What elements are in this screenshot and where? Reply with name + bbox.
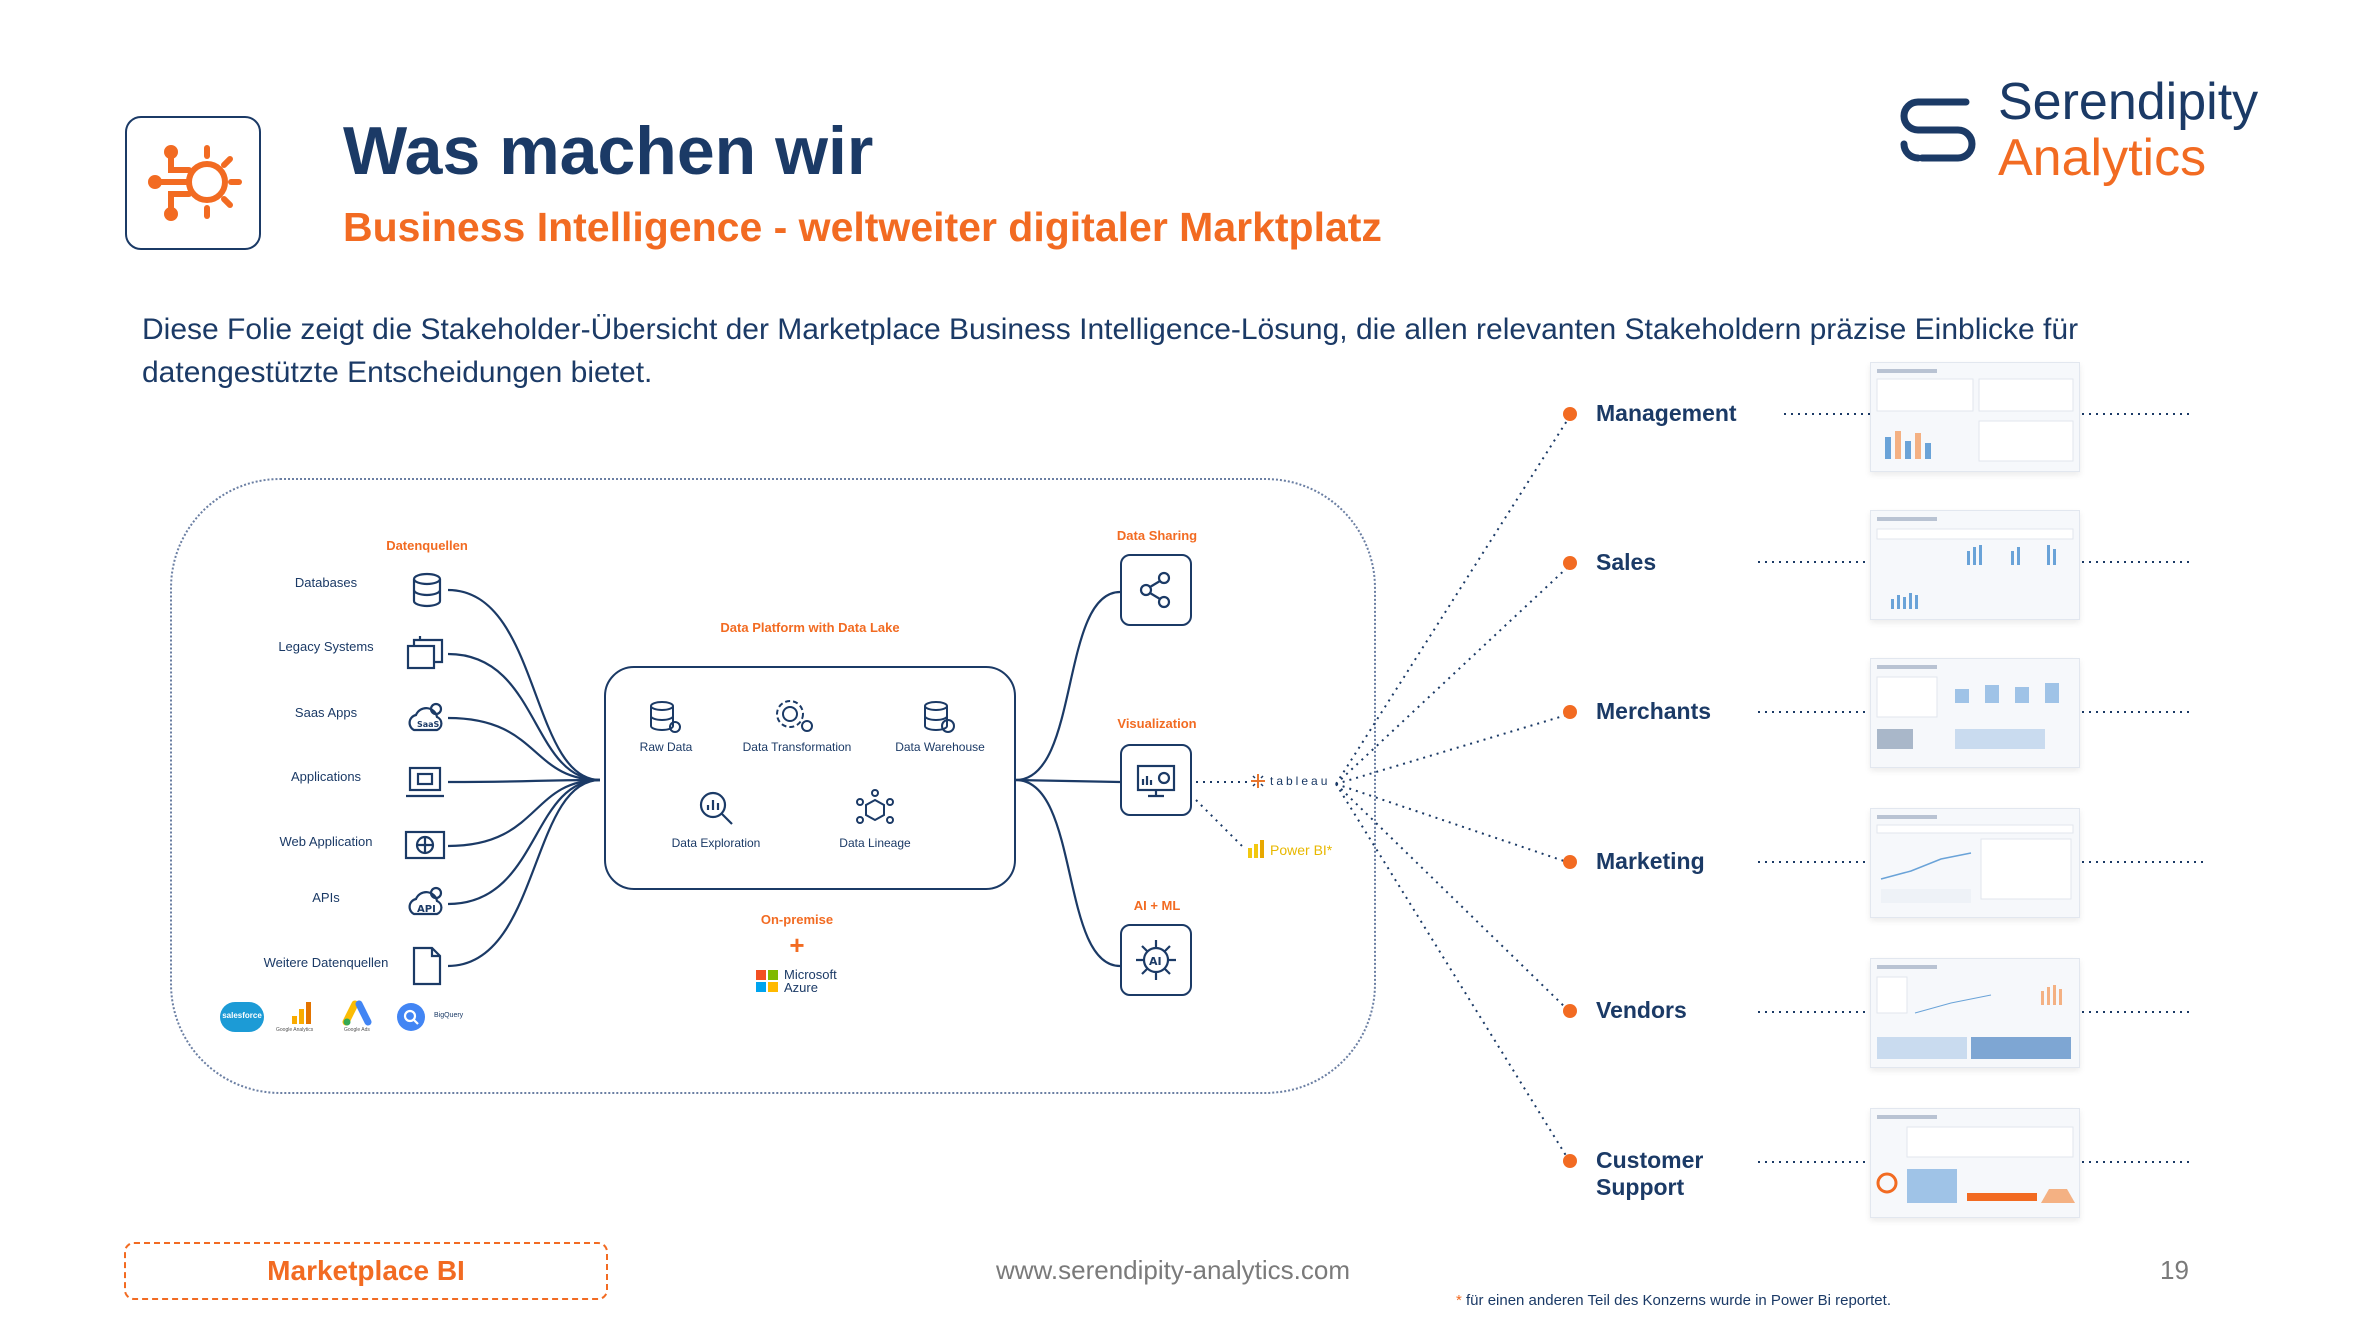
visualization-box — [1120, 744, 1192, 816]
powerbi-logo-icon — [1248, 840, 1264, 858]
stakeholder-dot-customer-support — [1563, 1154, 1577, 1168]
data-sharing-box — [1120, 554, 1192, 626]
data-exploration-icon — [699, 791, 733, 825]
microsoft-logo-icon — [756, 970, 778, 992]
footer-url[interactable]: www.serendipity-analytics.com — [996, 1255, 1351, 1285]
dashboard-thumbnail — [1870, 808, 2080, 918]
legacy-systems-icon — [406, 636, 444, 670]
google-ads-label: Google Ads — [344, 1027, 370, 1033]
output-title-visualization: Visualization — [1117, 716, 1197, 731]
logo-text-analytics: Analytics — [1998, 129, 2207, 187]
saas-cloud-icon: SaaS — [408, 702, 443, 732]
dashboard-monitor-icon — [1136, 764, 1176, 798]
svg-text:SaaS: SaaS — [417, 720, 440, 729]
intro-text: Diese Folie zeigt die Stakeholder-Übersi… — [142, 313, 2079, 389]
platform-item-transformation: Data Transformation — [742, 740, 852, 754]
source-label-applications: Applications — [290, 769, 362, 784]
ai-chip-icon: AI — [1136, 940, 1176, 980]
bigquery-label: BigQuery — [434, 1012, 464, 1019]
google-analytics-icon — [292, 1002, 311, 1024]
powerbi-label: Power BI* — [1270, 842, 1333, 858]
svg-text:API: API — [417, 904, 436, 915]
applications-icon — [406, 766, 444, 798]
gear-circuit-icon — [148, 145, 242, 221]
tableau-label: tableau — [1270, 774, 1331, 788]
svg-text:AI: AI — [1149, 955, 1162, 968]
data-lineage-icon — [856, 789, 894, 824]
dashboard-thumbnail — [1870, 658, 2080, 768]
page-title: Was machen wir — [343, 113, 874, 189]
stakeholder-vendors: Vendors — [1596, 997, 1687, 1023]
bi-gear-icon-box — [125, 116, 261, 250]
data-platform-box — [604, 666, 1016, 890]
document-icon — [412, 946, 442, 986]
dashboard-thumbnail — [1870, 1108, 2080, 1218]
platform-item-exploration: Data Exploration — [671, 836, 761, 850]
stakeholder-dot-vendors — [1563, 1004, 1577, 1018]
api-cloud-icon: API — [408, 886, 443, 916]
source-label-webapp: Web Application — [279, 834, 373, 849]
architecture-frame — [170, 478, 1376, 1094]
web-application-icon — [404, 830, 446, 860]
microsoft-azure-label: Microsoft Azure — [784, 967, 837, 995]
source-label-databases: Databases — [294, 575, 358, 590]
data-transformation-icon — [776, 700, 813, 732]
source-label-saas: Saas Apps — [294, 705, 358, 720]
footnote-star: * — [1456, 1292, 1462, 1309]
stakeholder-customer-support: Customer Support — [1596, 1147, 1704, 1200]
sources-title: Datenquellen — [386, 538, 468, 553]
source-label-apis: APIs — [312, 890, 340, 905]
data-warehouse-icon — [924, 701, 955, 733]
google-analytics-label: Google Analytics — [276, 1027, 314, 1033]
source-label-legacy: Legacy Systems — [278, 639, 374, 654]
dashboard-thumbnail — [1870, 362, 2080, 472]
footnote: * für einen anderen Teil des Konzerns wu… — [1456, 1292, 1891, 1309]
dashboard-thumbnail — [1870, 958, 2080, 1068]
onprem-label: On-premise — [760, 912, 834, 927]
salesforce-logo-text: salesforce — [222, 1011, 262, 1020]
plus-sign: + — [789, 930, 805, 960]
footer-tag-marketplace-bi: Marketplace BI — [124, 1242, 608, 1300]
platform-item-lineage: Data Lineage — [839, 836, 911, 850]
bigquery-icon — [397, 1003, 425, 1031]
logo-text-serendipity: Serendipity — [1998, 73, 2259, 131]
stakeholder-management: Management — [1596, 400, 1737, 426]
raw-data-icon — [650, 701, 681, 733]
stakeholder-dot-management — [1563, 407, 1577, 421]
database-icon — [412, 572, 442, 608]
stakeholder-sales: Sales — [1596, 549, 1657, 575]
output-title-ai-ml: AI + ML — [1133, 898, 1181, 913]
platform-title: Data Platform with Data Lake — [720, 620, 900, 635]
share-icon — [1139, 571, 1171, 609]
stakeholder-dot-sales — [1563, 556, 1577, 570]
page-number: 19 — [2160, 1255, 2189, 1285]
stakeholder-dot-merchants — [1563, 705, 1577, 719]
ai-ml-box: AI — [1120, 924, 1192, 996]
stakeholder-merchants: Merchants — [1596, 698, 1712, 724]
serendipity-logo-icon — [1900, 98, 1976, 162]
page-subtitle: Business Intelligence - weltweiter digit… — [343, 204, 1382, 250]
platform-item-warehouse: Data Warehouse — [895, 740, 985, 754]
stakeholder-marketing: Marketing — [1596, 848, 1705, 874]
output-title-data-sharing: Data Sharing — [1116, 528, 1198, 543]
footnote-text: für einen anderen Teil des Konzerns wurd… — [1466, 1292, 1891, 1309]
salesforce-logo-icon — [220, 1002, 264, 1032]
platform-item-raw-data: Raw Data — [639, 740, 693, 754]
stakeholder-dot-marketing — [1563, 855, 1577, 869]
source-label-more: Weitere Datenquellen — [263, 955, 389, 970]
dashboard-thumbnail — [1870, 510, 2080, 620]
tableau-logo-icon — [1251, 774, 1265, 788]
google-ads-icon — [342, 1000, 372, 1026]
